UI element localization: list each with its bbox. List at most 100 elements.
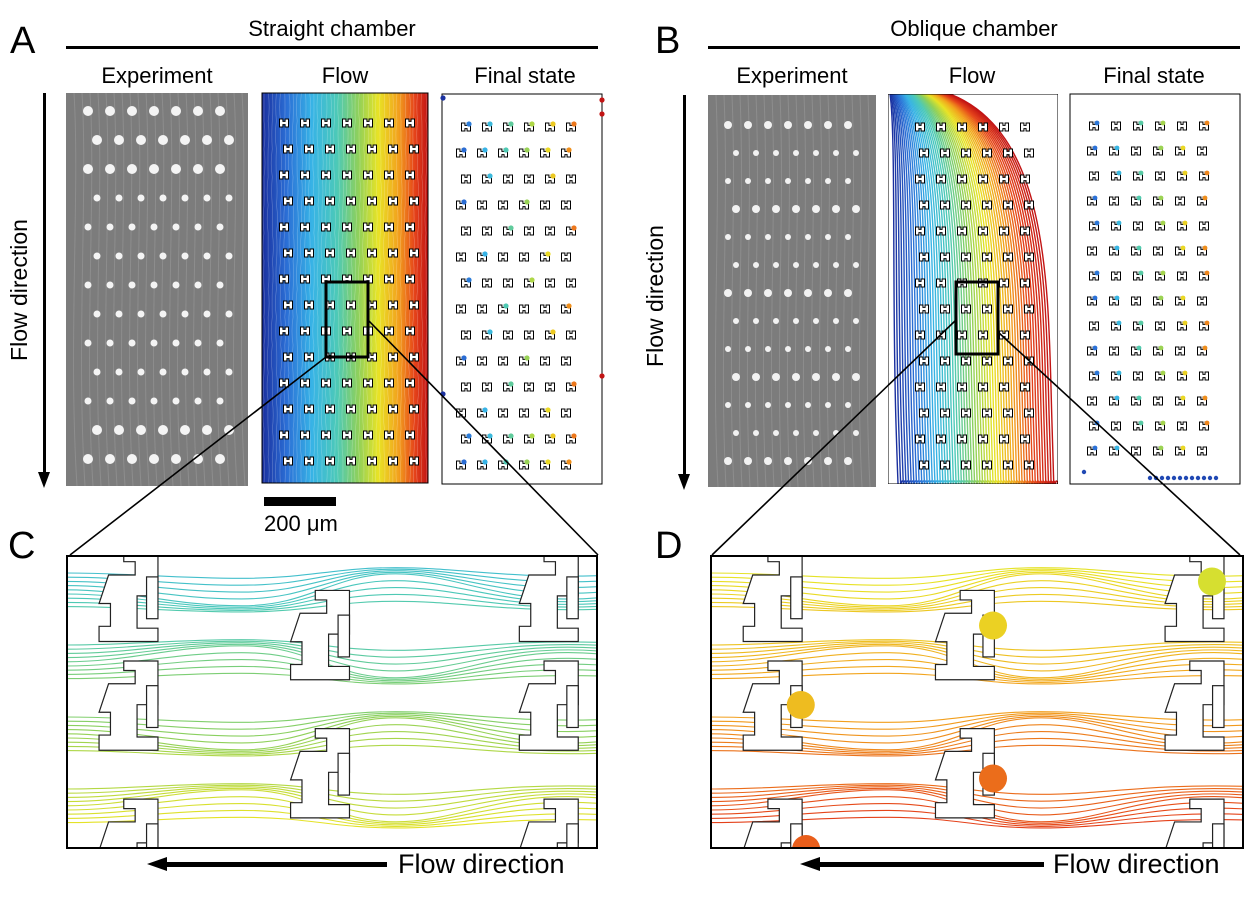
experiment-b-cell bbox=[773, 318, 779, 324]
experiment-b-cell bbox=[793, 262, 799, 268]
final-a-trap bbox=[498, 200, 508, 210]
experiment-a-cell bbox=[194, 339, 202, 347]
flow-b-trap bbox=[919, 148, 929, 158]
experiment-b-cell bbox=[804, 121, 812, 129]
flow-a-trap bbox=[283, 300, 293, 310]
experiment-b-cell bbox=[733, 262, 739, 268]
experiment-a-cell bbox=[194, 281, 202, 289]
experiment-a-cell bbox=[216, 397, 224, 405]
experiment-b-streak bbox=[770, 94, 775, 488]
flow-b-streamline bbox=[923, 94, 991, 484]
final-b-cell bbox=[1158, 295, 1164, 301]
flow-a-trap bbox=[300, 222, 310, 232]
flow-a-trap bbox=[367, 248, 377, 258]
flow-b-trap bbox=[919, 200, 929, 210]
experiment-a-cell bbox=[194, 223, 202, 231]
final-a-cell bbox=[487, 121, 493, 127]
experiment-b-cell bbox=[765, 402, 771, 408]
experiment-b-cell bbox=[724, 121, 732, 129]
zoomD-cell bbox=[792, 835, 821, 849]
flow-a-trap bbox=[346, 404, 356, 414]
flow-a-trap bbox=[304, 196, 314, 206]
flow-b-trap bbox=[915, 174, 925, 184]
experiment-a-cell bbox=[216, 339, 224, 347]
final-a-trap bbox=[561, 408, 571, 418]
flow-b-trap bbox=[915, 278, 925, 288]
final-a-trap bbox=[461, 174, 471, 184]
final-a-cell bbox=[571, 433, 577, 439]
final-b-cell bbox=[1158, 345, 1164, 351]
experiment-b-cell bbox=[784, 289, 792, 297]
flow-b-streamline bbox=[930, 94, 1010, 484]
straight-experiment-label: Experiment bbox=[101, 63, 213, 88]
experiment-a-cell bbox=[114, 425, 124, 435]
flow-b-trap bbox=[940, 460, 950, 470]
experiment-a-cell bbox=[92, 425, 102, 435]
experiment-a-cell bbox=[150, 223, 158, 231]
final-a-cell bbox=[571, 225, 577, 231]
final-a-cell bbox=[529, 277, 535, 283]
flow-a-trap bbox=[283, 456, 293, 466]
experiment-b-cell bbox=[812, 373, 820, 381]
final-b-outlet-cell bbox=[1195, 475, 1201, 481]
flow-b-trap bbox=[1020, 226, 1030, 236]
final-a-trap bbox=[540, 304, 550, 314]
flow-a-trap bbox=[325, 300, 335, 310]
zoomC-trap-bar bbox=[145, 823, 159, 849]
zoomD-trap bbox=[934, 728, 995, 819]
flow-a-streamline bbox=[262, 93, 266, 486]
final-a-cell bbox=[508, 121, 514, 127]
flow-b-trap bbox=[982, 148, 992, 158]
zoomD-cell bbox=[979, 764, 1008, 793]
experiment-b-cell bbox=[753, 150, 759, 156]
experiment-b-cell bbox=[852, 373, 860, 381]
experiment-a-cell bbox=[159, 368, 167, 376]
experiment-a-streak bbox=[177, 92, 182, 487]
flow-a-trap bbox=[325, 404, 335, 414]
final-b-cell bbox=[1092, 445, 1098, 451]
flow-b-trap bbox=[940, 356, 950, 366]
final-a-cell bbox=[566, 303, 572, 309]
experiment-b-cell bbox=[764, 457, 772, 465]
experiment-b-cell bbox=[733, 318, 739, 324]
final-b-cell bbox=[1180, 145, 1186, 151]
final-a-trap bbox=[456, 252, 466, 262]
flow-a-trap bbox=[405, 118, 415, 128]
experiment-a-streak bbox=[89, 92, 94, 487]
experiment-b-streak bbox=[842, 94, 847, 488]
flow-a-trap bbox=[405, 378, 415, 388]
scale-bar bbox=[264, 497, 336, 506]
flow-b-trap bbox=[961, 408, 971, 418]
final-b-cell bbox=[1094, 120, 1100, 126]
final-b-trap bbox=[1109, 196, 1119, 206]
final-b-cell bbox=[1182, 170, 1188, 176]
experiment-a-cell bbox=[224, 135, 234, 145]
experiment-b-streak bbox=[850, 94, 855, 488]
zoom-box-a bbox=[324, 280, 370, 359]
final-b-trap bbox=[1197, 296, 1207, 306]
panel-label-a: A bbox=[10, 20, 36, 62]
experiment-b-cell bbox=[725, 402, 731, 408]
experiment-b-cell bbox=[772, 205, 780, 213]
final-a-cell bbox=[524, 199, 530, 205]
experiment-b-cell bbox=[844, 289, 852, 297]
flow-a-trap bbox=[363, 170, 373, 180]
final-b-cell bbox=[1116, 170, 1122, 176]
flow-a-trap bbox=[283, 196, 293, 206]
experiment-a-cell bbox=[136, 135, 146, 145]
final-b-trap bbox=[1197, 146, 1207, 156]
final-b-cell bbox=[1092, 195, 1098, 201]
straight-experiment-image bbox=[66, 92, 248, 487]
flow-b-trap bbox=[1003, 252, 1013, 262]
experiment-a-cell bbox=[150, 281, 158, 289]
flow-arrow-d-head bbox=[800, 857, 820, 871]
flow-b-trap bbox=[940, 200, 950, 210]
final-a-cell bbox=[524, 355, 530, 361]
zoomC-trap-bar bbox=[566, 823, 579, 849]
flow-b-streamline bbox=[922, 94, 989, 484]
final-a-cell bbox=[545, 407, 551, 413]
flow-a-trap bbox=[304, 404, 314, 414]
final-a-trap bbox=[461, 226, 471, 236]
flow-b-streamline bbox=[910, 94, 960, 484]
flow-a-trap bbox=[405, 430, 415, 440]
